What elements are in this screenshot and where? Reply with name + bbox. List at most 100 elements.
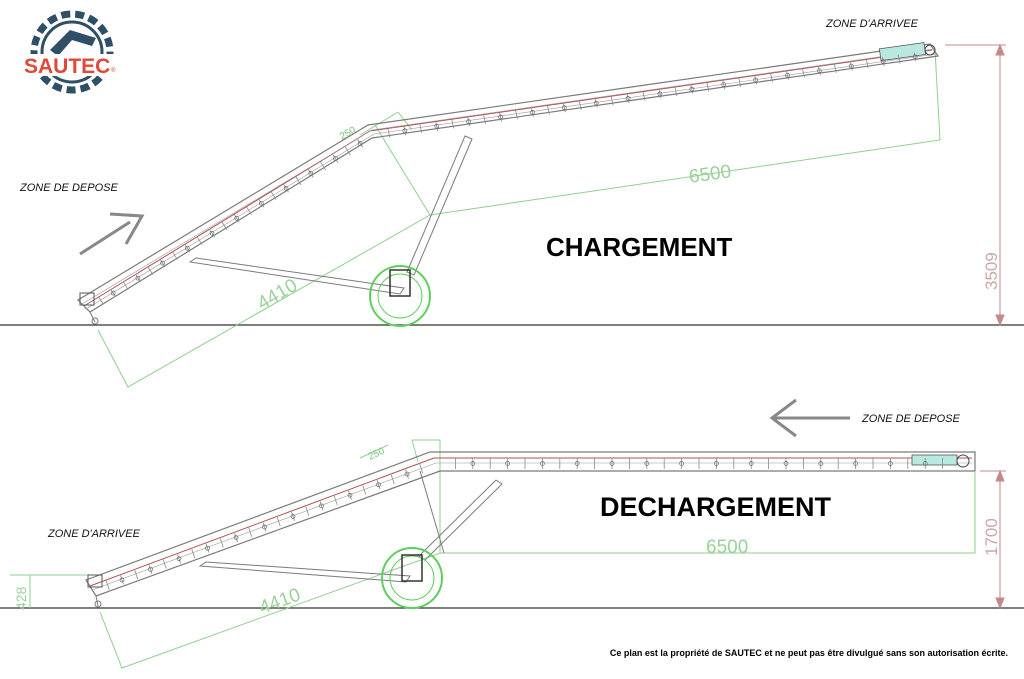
roller-tick	[357, 139, 363, 148]
roller-tick	[897, 54, 901, 64]
roller	[135, 275, 141, 281]
roller-tick	[419, 123, 423, 134]
wheel-top	[369, 265, 431, 327]
dim-left-height-bottom: 428	[13, 586, 29, 610]
roller	[498, 114, 503, 120]
roller-tick	[344, 146, 351, 156]
roller-tick	[348, 490, 352, 500]
roller-tick	[865, 59, 869, 69]
roller-tick	[451, 119, 455, 129]
roller	[290, 514, 296, 519]
title-top: CHARGEMENT	[546, 232, 732, 262]
roller-tick	[262, 522, 267, 532]
roller	[176, 556, 182, 562]
roller-tick	[546, 105, 550, 115]
roller-tick	[147, 266, 154, 275]
roller	[848, 63, 854, 69]
support-arm-top	[188, 257, 405, 295]
roller-tick	[706, 82, 710, 92]
height-dimension-top	[945, 43, 1006, 327]
roller-tick	[913, 52, 917, 62]
roller	[233, 535, 239, 540]
roller	[209, 230, 215, 236]
roller	[205, 545, 210, 551]
roller-tick	[332, 154, 339, 163]
roller-tick	[722, 79, 726, 90]
roller-tick	[205, 543, 210, 553]
dim-lower-top: 4410	[254, 275, 301, 314]
roller-tick	[610, 96, 614, 106]
logo-band	[30, 54, 116, 76]
roller-tick	[258, 199, 265, 208]
roller	[593, 100, 599, 106]
roller	[574, 461, 580, 466]
roller	[308, 171, 314, 176]
axle-block-top	[389, 269, 411, 297]
roller-tick	[221, 221, 228, 230]
roller-tick	[499, 112, 502, 122]
roller	[714, 461, 719, 466]
roller-tick	[159, 258, 166, 268]
head-drive-bottom	[911, 454, 958, 466]
axle-block-bottom	[401, 554, 423, 582]
roller-tick	[333, 495, 338, 506]
sautec-logo: SAUTEC ®	[24, 10, 116, 94]
roller	[853, 461, 858, 466]
roller	[283, 185, 289, 191]
roller-tick	[270, 191, 277, 201]
roller	[160, 260, 165, 266]
roller-tick	[209, 229, 215, 238]
roller	[922, 461, 928, 466]
roller-tick	[849, 61, 853, 71]
brand-trademark: ®	[111, 67, 116, 74]
strut-top	[406, 135, 473, 276]
roller-tick	[248, 527, 253, 537]
roller-tick	[105, 580, 110, 590]
roller-tick	[319, 501, 324, 511]
strut-bottom	[418, 479, 503, 561]
dim-height-top: 3509	[982, 252, 1001, 290]
roller-tick	[390, 474, 395, 485]
height-dimension-bottom	[980, 469, 1006, 610]
roller-tick	[387, 128, 391, 138]
roller-tick	[403, 126, 407, 136]
roller-tick	[110, 288, 117, 298]
roller	[319, 503, 324, 509]
roller-tick	[419, 464, 424, 474]
roller-tick	[291, 511, 295, 522]
gear-ring	[40, 20, 104, 84]
roller-tick	[219, 538, 224, 548]
roller-tick	[307, 169, 314, 178]
roller-tick	[246, 206, 252, 215]
dim-length-bottom: 6500	[706, 537, 748, 558]
roller-tick	[177, 554, 181, 564]
brand-name: SAUTEC	[24, 55, 110, 78]
roller-tick	[642, 91, 646, 101]
roller	[818, 461, 824, 466]
dim-lower-bottom: 4410	[257, 585, 304, 619]
wheel-bottom	[381, 547, 443, 609]
roller-tick	[515, 110, 518, 120]
roller-tick	[184, 243, 191, 253]
support-arm-bottom	[198, 561, 411, 583]
roller	[540, 461, 545, 466]
roller-tick	[305, 506, 310, 516]
roller	[234, 215, 240, 221]
roller-tick	[134, 569, 139, 580]
zone-right-bottom: ZONE DE DEPOSE	[861, 413, 960, 425]
roller	[880, 59, 886, 64]
head-drive-top	[878, 42, 927, 62]
roller	[333, 156, 338, 161]
conveyor-frame-bottom	[85, 451, 976, 597]
roller	[505, 461, 510, 466]
roller-tick	[754, 75, 758, 85]
roller	[347, 492, 353, 498]
roller	[817, 68, 822, 74]
dim-small-bottom: 250	[367, 446, 387, 463]
roller-tick	[467, 117, 471, 127]
roller	[148, 566, 153, 572]
roller	[262, 524, 267, 530]
roller-tick	[122, 281, 129, 290]
arrow-up-right-icon	[79, 212, 145, 256]
roller-tick	[234, 532, 238, 543]
